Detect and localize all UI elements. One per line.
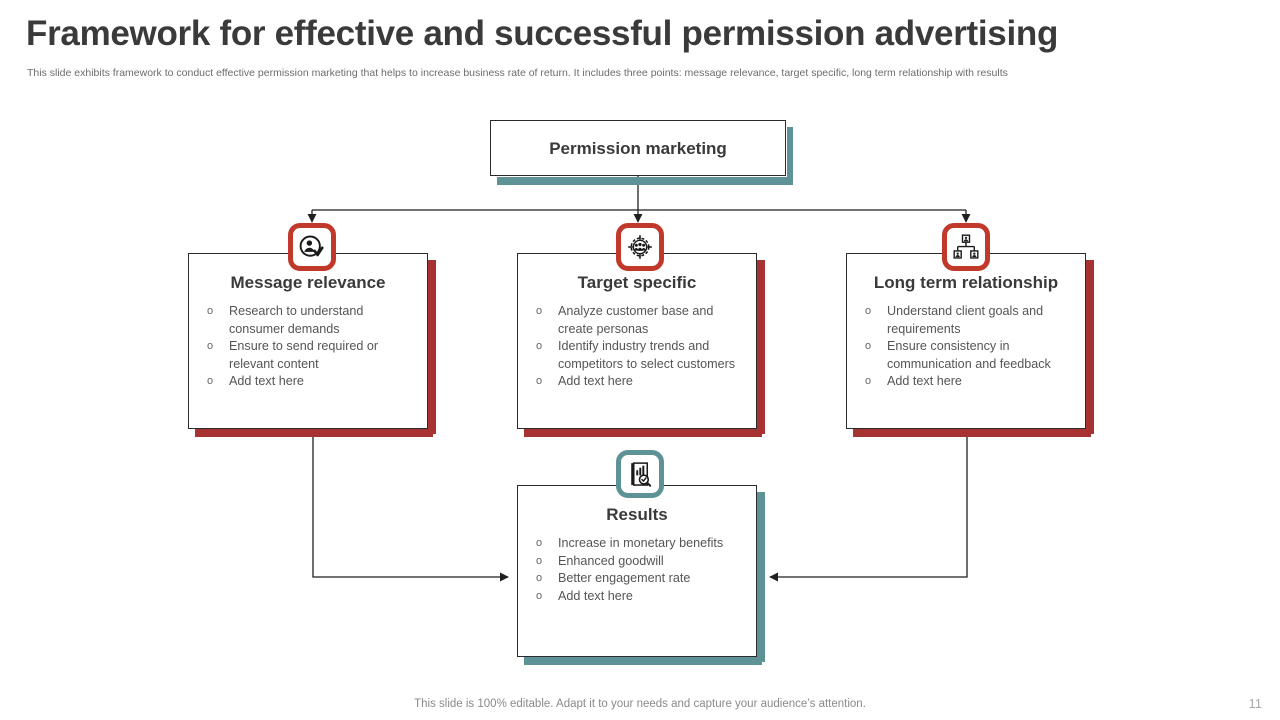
list-item-text: Add text here bbox=[558, 374, 633, 388]
list-item-text: Understand client goals and requirements bbox=[887, 304, 1044, 336]
list-item-text: Ensure to send required or relevant cont… bbox=[229, 339, 379, 371]
list-item-text: Research to understand consumer demands bbox=[229, 304, 364, 336]
report-analysis-icon bbox=[616, 450, 664, 498]
list-item: o Enhanced goodwill bbox=[536, 553, 746, 571]
list-item: o Analyze customer base and create person… bbox=[536, 303, 746, 338]
card-bullet-list: o Research to understand consumer demands… bbox=[189, 303, 427, 391]
node-shadow-right bbox=[787, 127, 793, 185]
card-long-term-relationship[interactable]: Long term relationship o Understand clien… bbox=[846, 253, 1094, 437]
list-item: o Identify industry trends and competitor… bbox=[536, 338, 746, 373]
list-item-text: Add text here bbox=[558, 588, 633, 603]
list-item-text: Add text here bbox=[229, 374, 304, 388]
bullet-marker: o bbox=[536, 572, 543, 584]
list-item: o Ensure consistency in communication and… bbox=[865, 338, 1075, 373]
list-item-text: Increase in monetary benefits bbox=[558, 536, 724, 550]
card-shadow-side bbox=[1086, 260, 1094, 434]
page-number: 11 bbox=[1248, 696, 1263, 711]
card-title: Message relevance bbox=[230, 273, 386, 292]
card-target-specific[interactable]: Target specific o Analyze customer base a… bbox=[517, 253, 765, 437]
list-item: o Add text here bbox=[536, 373, 746, 391]
card-title: Target specific bbox=[577, 273, 697, 292]
card-shadow-bottom bbox=[524, 657, 762, 665]
card-title: Results bbox=[606, 505, 668, 524]
page-title: Framework for effective and successful p… bbox=[26, 14, 1059, 53]
bullet-marker: o bbox=[865, 305, 872, 317]
user-check-icon bbox=[288, 223, 336, 271]
bullet-marker: o bbox=[536, 554, 543, 567]
list-item-text: Better engagement rate bbox=[558, 571, 691, 585]
list-item-text: Ensure consistency in communication and … bbox=[887, 339, 1051, 371]
list-item: o Increase in monetary benefits bbox=[536, 535, 746, 553]
org-hierarchy-icon bbox=[942, 223, 990, 271]
card-title: Long term relationship bbox=[873, 273, 1059, 292]
list-item-text: Identify industry trends and competitors… bbox=[558, 339, 736, 371]
node-title: Permission marketing bbox=[549, 139, 727, 158]
card-shadow-side bbox=[757, 492, 765, 662]
list-item-text: Analyze customer base and create persona… bbox=[558, 304, 714, 336]
bullet-marker: o bbox=[536, 537, 543, 549]
page-subtitle: This slide exhibits framework to conduct… bbox=[27, 67, 1008, 79]
card-bullet-list: o Analyze customer base and create person… bbox=[518, 303, 756, 391]
card-bullet-list: o Understand client goals and requirement… bbox=[847, 303, 1085, 391]
list-item: o Ensure to send required or relevant con… bbox=[207, 338, 417, 373]
list-item: o Better engagement rate bbox=[536, 570, 746, 588]
list-item: o Add text here bbox=[536, 588, 746, 606]
target-audience-icon bbox=[616, 223, 664, 271]
list-item-text: Add text here bbox=[887, 374, 962, 388]
list-item: o Research to understand consumer demands bbox=[207, 303, 417, 338]
list-item: o Understand client goals and requirement… bbox=[865, 303, 1075, 338]
card-shadow-bottom bbox=[853, 429, 1091, 437]
list-item: o Add text here bbox=[207, 373, 417, 391]
card-results[interactable]: Results o Increase in monetary benefits o… bbox=[517, 485, 765, 665]
bullet-marker: o bbox=[865, 340, 872, 352]
bullet-marker: o bbox=[536, 589, 543, 602]
footer-note: This slide is 100% editable. Adapt it to… bbox=[414, 698, 866, 710]
list-item: o Add text here bbox=[865, 373, 1075, 391]
list-item-text: Enhanced goodwill bbox=[558, 553, 664, 568]
node-permission-marketing[interactable]: Permission marketing bbox=[490, 120, 793, 185]
card-shadow-side bbox=[757, 260, 765, 434]
card-shadow-bottom bbox=[195, 429, 433, 437]
bullet-marker: o bbox=[865, 375, 872, 387]
card-shadow-bottom bbox=[524, 429, 762, 437]
bullet-marker: o bbox=[536, 375, 543, 387]
bullet-marker: o bbox=[536, 340, 543, 352]
bullet-marker: o bbox=[536, 305, 543, 317]
card-shadow-side bbox=[428, 260, 436, 434]
card-message-relevance[interactable]: Message relevance o Research to understan… bbox=[188, 253, 436, 437]
bullet-marker: o bbox=[207, 375, 214, 387]
node-shadow-bottom bbox=[497, 177, 793, 185]
bullet-marker: o bbox=[207, 305, 214, 317]
bullet-marker: o bbox=[207, 340, 214, 352]
